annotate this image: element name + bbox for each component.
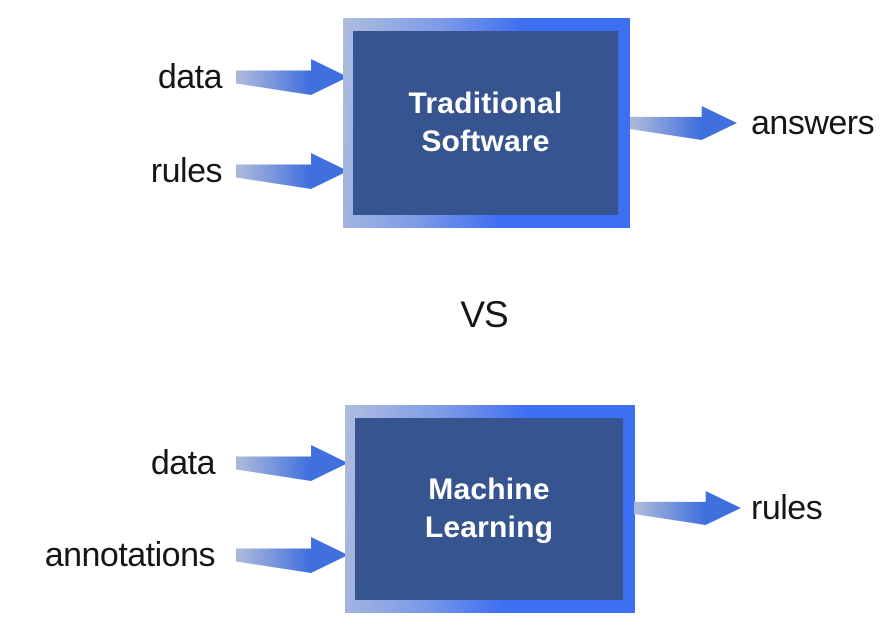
machine-learning-box-inner: Machine Learning [355, 418, 623, 600]
input-arrow-right-icon [236, 59, 348, 95]
input-arrow-right-icon [236, 153, 348, 189]
output-arrow-right-icon [634, 491, 741, 525]
box-label-line2: Learning [424, 511, 554, 544]
machine-learning-box: Machine Learning [345, 405, 635, 613]
output-label-answers: answers [751, 104, 875, 142]
input-label-data: data [150, 444, 216, 482]
input-label-rules: rules [150, 152, 223, 190]
vs-label: VS [460, 294, 508, 335]
input-label-annotations: annotations [44, 536, 216, 574]
traditional-software-box: Traditional Software [343, 18, 630, 228]
output-label-rules: rules [751, 489, 823, 527]
input-label-data: data [157, 58, 223, 96]
output-arrow-right-icon [630, 106, 737, 140]
input-arrow-right-icon [236, 445, 348, 481]
box-label-line2: Software [421, 125, 550, 158]
box-label-line1: Machine [428, 473, 550, 506]
traditional-software-box-inner: Traditional Software [353, 31, 618, 215]
box-label-line1: Traditional [408, 87, 563, 120]
input-arrow-right-icon [236, 537, 348, 573]
